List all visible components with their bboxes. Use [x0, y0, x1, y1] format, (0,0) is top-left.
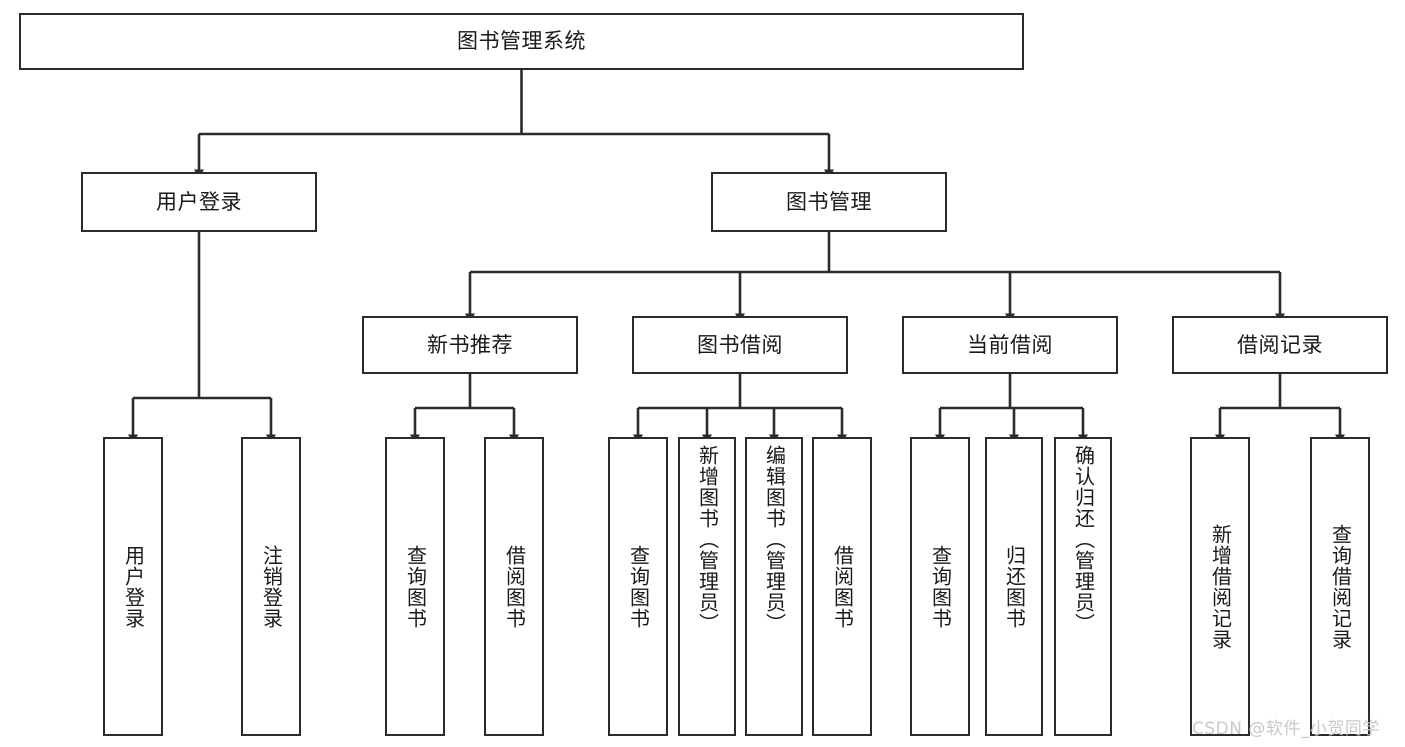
- leaf-borrow-book-recommendation[interactable]: 借阅图书: [484, 437, 544, 736]
- node-label: 用户登录: [156, 189, 242, 214]
- node-label: 查询借阅记录: [1328, 523, 1353, 650]
- node-label: 查询图书: [626, 544, 651, 629]
- node-label: 新增借阅记录: [1208, 523, 1233, 650]
- node-label: 确认归还（管理员）: [1071, 445, 1096, 634]
- node-user-login[interactable]: 用户登录: [81, 172, 317, 232]
- node-book-management[interactable]: 图书管理: [711, 172, 947, 232]
- leaf-user-logout[interactable]: 注销登录: [241, 437, 301, 736]
- node-label: 借阅记录: [1237, 332, 1323, 357]
- node-new-book-recommendation[interactable]: 新书推荐: [362, 316, 578, 374]
- leaf-query-borrow-record[interactable]: 查询借阅记录: [1310, 437, 1370, 736]
- node-label: 新增图书（管理员）: [695, 445, 720, 634]
- node-root[interactable]: 图书管理系统: [19, 13, 1024, 70]
- leaf-add-book-admin[interactable]: 新增图书（管理员）: [678, 437, 736, 736]
- leaf-return-book[interactable]: 归还图书: [985, 437, 1043, 736]
- node-label: 注销登录: [259, 544, 284, 629]
- csdn-watermark: CSDN @软件_小贺同学: [1192, 719, 1380, 739]
- node-label: 编辑图书（管理员）: [762, 445, 787, 634]
- node-label: 查询图书: [928, 544, 953, 629]
- leaf-query-book-borrow[interactable]: 查询图书: [608, 437, 668, 736]
- leaf-query-book-current[interactable]: 查询图书: [910, 437, 970, 736]
- node-label: 当前借阅: [967, 332, 1053, 357]
- node-label: 新书推荐: [427, 332, 513, 357]
- node-label: 借阅图书: [502, 544, 527, 629]
- node-book-borrow[interactable]: 图书借阅: [632, 316, 848, 374]
- node-borrow-record[interactable]: 借阅记录: [1172, 316, 1388, 374]
- leaf-edit-book-admin[interactable]: 编辑图书（管理员）: [745, 437, 803, 736]
- node-label: 查询图书: [403, 544, 428, 629]
- leaf-add-borrow-record[interactable]: 新增借阅记录: [1190, 437, 1250, 736]
- node-label: 用户登录: [121, 544, 146, 629]
- node-label: 图书管理系统: [457, 29, 586, 54]
- node-label: 借阅图书: [830, 544, 855, 629]
- node-label: 图书借阅: [697, 332, 783, 357]
- leaf-borrow-book[interactable]: 借阅图书: [812, 437, 872, 736]
- leaf-query-book-recommendation[interactable]: 查询图书: [385, 437, 445, 736]
- node-current-borrow[interactable]: 当前借阅: [902, 316, 1118, 374]
- leaf-user-login[interactable]: 用户登录: [103, 437, 163, 736]
- leaf-confirm-return-admin[interactable]: 确认归还（管理员）: [1054, 437, 1112, 736]
- node-label: 图书管理: [786, 189, 872, 214]
- node-label: 归还图书: [1002, 544, 1027, 629]
